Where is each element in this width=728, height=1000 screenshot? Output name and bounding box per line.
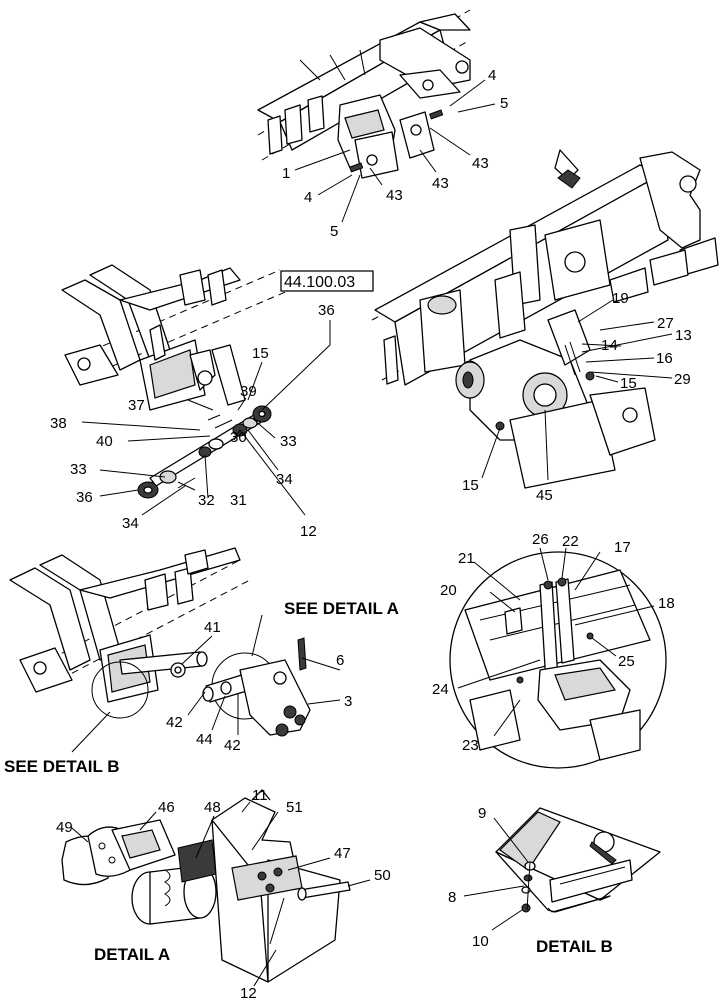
callout-21: 21 bbox=[458, 550, 475, 567]
callout-38: 38 bbox=[50, 415, 67, 432]
callout-14: 14 bbox=[601, 337, 618, 354]
callout-40: 40 bbox=[96, 433, 113, 450]
view-detail-b bbox=[495, 807, 661, 913]
callout-30: 30 bbox=[230, 429, 247, 446]
callout-34-left: 34 bbox=[122, 515, 139, 532]
callout-34-right: 34 bbox=[276, 471, 293, 488]
callout-18: 18 bbox=[658, 595, 675, 612]
callout-33-right: 33 bbox=[280, 433, 297, 450]
callout-15-bottom: 15 bbox=[462, 477, 479, 494]
callout-27: 27 bbox=[657, 315, 674, 332]
see-detail-a-label: SEE DETAIL A bbox=[284, 599, 399, 618]
view-detail-a bbox=[61, 789, 351, 983]
callouts-right-main: 19 27 13 14 16 29 15 15 45 bbox=[462, 290, 692, 504]
callout-45: 45 bbox=[536, 487, 553, 504]
callout-12-bottom: 12 bbox=[240, 985, 257, 1000]
callout-4-bottom: 4 bbox=[304, 189, 312, 206]
callout-16: 16 bbox=[656, 350, 673, 367]
callouts-detail-b: 9 8 10 DETAIL B bbox=[448, 805, 613, 956]
reference-number: 44.100.03 bbox=[284, 274, 355, 291]
callout-15-right: 15 bbox=[620, 375, 637, 392]
view-top-assembly bbox=[257, 9, 471, 179]
callouts-circular-detail: 21 20 26 22 17 18 25 24 23 bbox=[432, 531, 675, 754]
view-left-pivot-assembly bbox=[61, 264, 291, 411]
left-pivot-hardware bbox=[137, 405, 272, 499]
callout-36-top: 36 bbox=[318, 302, 335, 319]
callout-48: 48 bbox=[204, 799, 221, 816]
callout-20: 20 bbox=[440, 582, 457, 599]
callout-36-left: 36 bbox=[76, 489, 93, 506]
callout-47: 47 bbox=[334, 845, 351, 862]
callout-23: 23 bbox=[462, 737, 479, 754]
callout-37: 37 bbox=[128, 397, 145, 414]
view-lower-left-assembly bbox=[9, 547, 251, 719]
callout-9: 9 bbox=[478, 805, 486, 822]
callout-39: 39 bbox=[240, 383, 257, 400]
callout-5-top: 5 bbox=[500, 95, 508, 112]
callout-42-left: 42 bbox=[166, 714, 183, 731]
callouts-left-pivot: 36 15 39 37 38 40 30 33 34 33 36 32 31 3… bbox=[50, 302, 335, 540]
callouts-lower-left: SEE DETAIL A 41 6 3 42 44 42 SEE DETAIL … bbox=[4, 599, 399, 776]
callout-13: 13 bbox=[675, 327, 692, 344]
see-detail-b-label: SEE DETAIL B bbox=[4, 757, 120, 776]
callout-49: 49 bbox=[56, 819, 73, 836]
callout-19: 19 bbox=[612, 290, 629, 307]
callout-33-left: 33 bbox=[70, 461, 87, 478]
callout-26: 26 bbox=[532, 531, 549, 548]
callout-1: 1 bbox=[282, 165, 290, 182]
detail-b-caption: DETAIL B bbox=[536, 937, 613, 956]
callout-8: 8 bbox=[448, 889, 456, 906]
callout-43-middle: 43 bbox=[432, 175, 449, 192]
callout-50: 50 bbox=[374, 867, 391, 884]
callout-44: 44 bbox=[196, 731, 213, 748]
callout-5-bottom: 5 bbox=[330, 223, 338, 240]
callout-24: 24 bbox=[432, 681, 449, 698]
callout-6: 6 bbox=[336, 652, 344, 669]
callout-43-right: 43 bbox=[472, 155, 489, 172]
callout-12-top: 12 bbox=[300, 523, 317, 540]
callouts-top-assembly: 4 5 43 1 4 5 43 43 bbox=[282, 67, 508, 240]
callout-17: 17 bbox=[614, 539, 631, 556]
callout-15-left: 15 bbox=[252, 345, 269, 362]
callout-42-right: 42 bbox=[224, 737, 241, 754]
view-right-main-assembly bbox=[371, 149, 719, 489]
callouts-detail-a: 49 46 48 11 51 47 50 12 DETAIL A bbox=[56, 787, 391, 1000]
callout-10: 10 bbox=[472, 933, 489, 950]
callout-3: 3 bbox=[344, 693, 352, 710]
callout-32: 32 bbox=[198, 492, 215, 509]
callout-46: 46 bbox=[158, 799, 175, 816]
callout-43-bottom: 43 bbox=[386, 187, 403, 204]
callout-25: 25 bbox=[618, 653, 635, 670]
callout-22: 22 bbox=[562, 533, 579, 550]
view-circular-detail bbox=[449, 551, 667, 769]
reference-box: 44.100.03 bbox=[280, 270, 374, 292]
callout-11: 11 bbox=[252, 787, 268, 804]
callout-31: 31 bbox=[230, 492, 247, 509]
detail-a-caption: DETAIL A bbox=[94, 945, 170, 964]
callout-41: 41 bbox=[204, 619, 221, 636]
callout-29: 29 bbox=[674, 371, 691, 388]
view-detail-a-lens bbox=[202, 637, 311, 737]
callout-4-top: 4 bbox=[488, 67, 496, 84]
callout-51: 51 bbox=[286, 799, 303, 816]
